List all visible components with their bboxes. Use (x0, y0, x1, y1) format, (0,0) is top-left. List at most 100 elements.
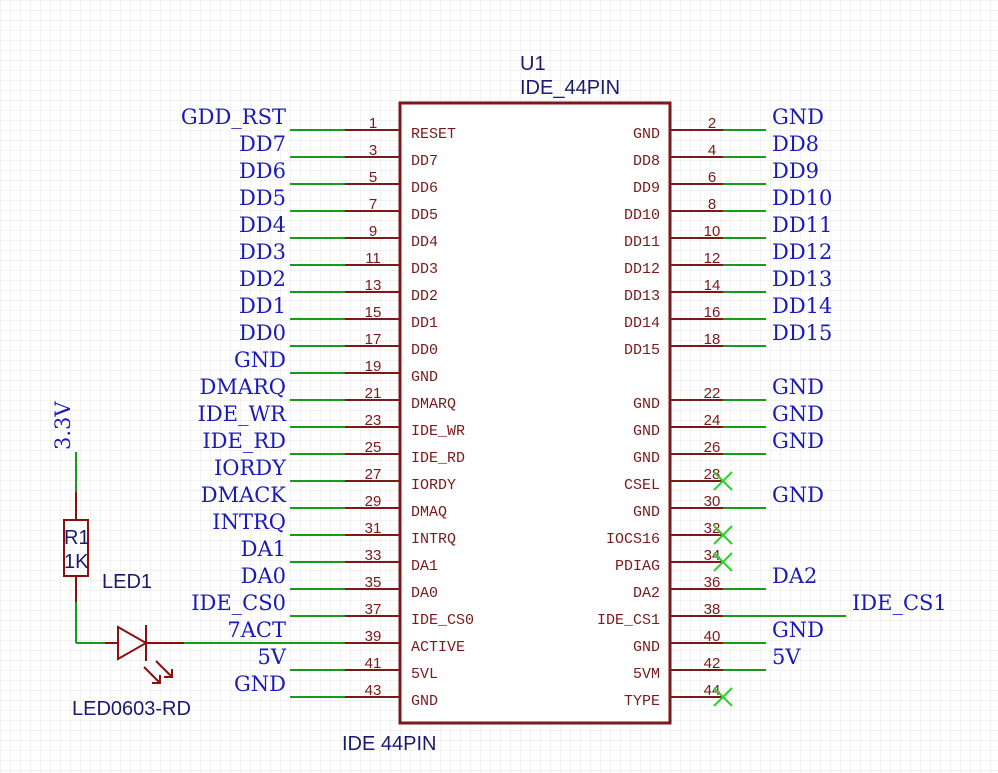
right-pin-12-name: DD12 (624, 261, 660, 278)
left-pin-27-net-label: IORDY (214, 456, 287, 480)
left-pin-31-number: 31 (365, 520, 382, 537)
right-pin-44-no-connect-mark-b (713, 687, 733, 707)
right-pin-22-net-label: GND (772, 375, 824, 399)
right-pin-28-number: 28 (704, 466, 721, 483)
left-pin-43-number: 43 (365, 682, 382, 699)
right-pin-24-net-label: GND (772, 402, 824, 426)
right-pin-6-name: DD9 (633, 180, 660, 197)
right-pin-40-name: GND (633, 639, 660, 656)
left-pin-43-net-label: GND (234, 672, 286, 696)
right-pin-14-name: DD13 (624, 288, 660, 305)
right-pin-36-net-label: DA2 (772, 564, 817, 588)
right-pin-32-number: 32 (704, 520, 721, 537)
right-pin-10-net-label: DD11 (772, 213, 832, 237)
right-pin-26-net-label: GND (772, 429, 824, 453)
right-pin-4-net-label: DD8 (772, 132, 819, 156)
right-pin-16-name: DD14 (624, 315, 660, 332)
led-designator: LED1 (102, 571, 152, 593)
left-pin-13-net-label: DD2 (239, 267, 286, 291)
left-pin-33-net-label: DA1 (241, 537, 286, 561)
right-pin-34-no-connect-mark-b (713, 552, 733, 572)
right-pin-40-net-label: GND (772, 618, 824, 642)
left-pin-27-number: 27 (365, 466, 382, 483)
left-pin-21-net-label: DMARQ (199, 375, 286, 399)
right-pin-36-number: 36 (704, 574, 721, 591)
ic-body[interactable] (398, 101, 672, 725)
right-pin-2-number: 2 (708, 115, 716, 132)
right-pin-30-net-label: GND (772, 483, 824, 507)
right-pin-14-net-label: DD13 (772, 267, 832, 291)
right-pin-14-number: 14 (704, 277, 721, 294)
led-triangle[interactable] (117, 625, 149, 661)
left-pin-1-net-label: GDD_RST (181, 105, 286, 129)
left-pin-7-net-label: DD5 (239, 186, 286, 210)
right-pin-16-net-label: DD14 (772, 294, 832, 318)
left-pin-5-number: 5 (369, 169, 377, 186)
right-pin-42-number: 42 (704, 655, 721, 672)
left-pin-19-number: 19 (365, 358, 382, 375)
right-pin-36-name: DA2 (633, 585, 660, 602)
left-pin-23-net-label: IDE_WR (198, 402, 288, 426)
left-pin-7-number: 7 (369, 196, 377, 213)
right-pin-22-number: 22 (704, 385, 721, 402)
left-pin-3-name: DD7 (411, 153, 438, 170)
left-pin-33-number: 33 (365, 547, 382, 564)
ic-designator: U1 (520, 53, 546, 75)
left-pin-17-number: 17 (365, 331, 382, 348)
left-pin-5-name: DD6 (411, 180, 438, 197)
right-pin-38-net-label: IDE_CS1 (852, 591, 947, 615)
left-pin-35-net-label: DA0 (241, 564, 286, 588)
right-pin-32-name: IOCS16 (606, 531, 660, 548)
left-pin-17-net-label: DD0 (239, 321, 286, 345)
left-pin-15-name: DD1 (411, 315, 438, 332)
left-pin-11-number: 11 (365, 250, 381, 267)
resistor-designator: R1 (64, 527, 90, 549)
right-pin-8-name: DD10 (624, 207, 660, 224)
right-pin-12-net-label: DD12 (772, 240, 832, 264)
left-pin-23-number: 23 (365, 412, 382, 429)
left-pin-13-name: DD2 (411, 288, 438, 305)
right-pin-26-number: 26 (704, 439, 721, 456)
right-pin-34-name: PDIAG (615, 558, 660, 575)
right-pin-16-number: 16 (704, 304, 721, 321)
left-pin-25-number: 25 (365, 439, 382, 456)
left-pin-39-name: ACTIVE (411, 639, 465, 656)
left-pin-21-name: DMARQ (411, 396, 456, 413)
right-pin-24-number: 24 (704, 412, 721, 429)
right-pin-6-net-label: DD9 (772, 159, 819, 183)
ic-footprint: IDE 44PIN (342, 733, 436, 755)
left-pin-41-name: 5VL (411, 666, 438, 683)
left-pin-1-number: 1 (369, 115, 377, 132)
right-pin-40-number: 40 (704, 628, 721, 645)
right-pin-34-number: 34 (704, 547, 721, 564)
left-pin-1-name: RESET (411, 126, 456, 143)
right-pin-4-name: DD8 (633, 153, 660, 170)
left-pin-23-name: IDE_WR (411, 423, 465, 440)
left-pin-25-name: IDE_RD (411, 450, 465, 467)
left-pin-9-name: DD4 (411, 234, 438, 251)
left-pin-11-name: DD3 (411, 261, 438, 278)
right-pin-42-net-label: 5V (772, 645, 801, 669)
left-pin-3-net-label: DD7 (239, 132, 286, 156)
right-pin-2-name: GND (633, 126, 660, 143)
left-pin-29-net-label: DMACK (201, 483, 287, 507)
right-pin-44-name: TYPE (624, 693, 660, 710)
ic-value: IDE_44PIN (520, 77, 620, 99)
ic-pins: 1RESETGDD_RST3DD7DD75DD6DD67DD5DD59DD4DD… (181, 105, 947, 710)
right-pin-32-no-connect-mark-b (713, 525, 733, 545)
right-pin-24-name: GND (633, 423, 660, 440)
right-pin-44-number: 44 (704, 682, 721, 699)
left-pin-3-number: 3 (369, 142, 377, 159)
right-pin-2-net-label: GND (772, 105, 824, 129)
left-pin-21-number: 21 (365, 385, 382, 402)
right-pin-12-number: 12 (704, 250, 721, 267)
left-pin-39-number: 39 (365, 628, 382, 645)
right-pin-28-no-connect-mark-b (713, 471, 733, 491)
right-pin-18-name: DD15 (624, 342, 660, 359)
right-pin-6-number: 6 (708, 169, 716, 186)
led-circuit: 3.3V R1 1K LED1 LED0603-RD (51, 401, 290, 720)
left-pin-41-net-label: 5V (257, 645, 286, 669)
right-pin-26-name: GND (633, 450, 660, 467)
